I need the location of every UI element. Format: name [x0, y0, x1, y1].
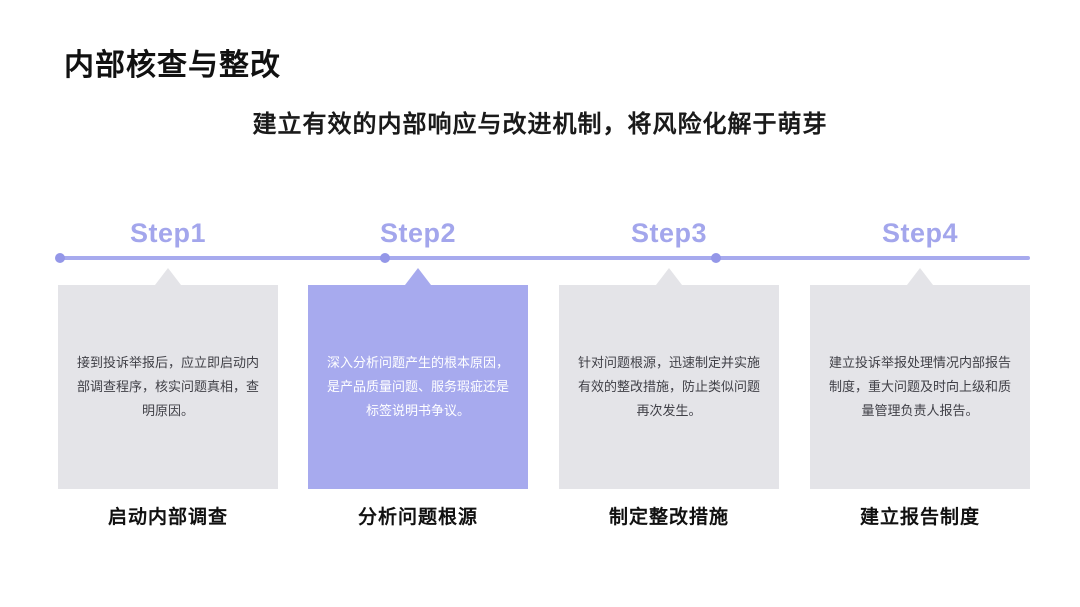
page-subtitle: 建立有效的内部响应与改进机制，将风险化解于萌芽 — [252, 111, 828, 138]
step-pointer-icon-2 — [405, 268, 431, 285]
step-pointer-icon-4 — [907, 268, 933, 285]
step-item-3[interactable]: Step3 针对问题根源，迅速制定并实施有效的整改措施，防止类似问题再次发生。 … — [559, 210, 779, 540]
step-caption-4: 建立报告制度 — [859, 507, 980, 528]
step-item-2[interactable]: Step2 深入分析问题产生的根本原因，是产品质量问题、服务瑕疵还是标签说明书争… — [308, 210, 528, 540]
step-card-4[interactable]: 建立投诉举报处理情况内部报告制度，重大问题及时向上级和质量管理负责人报告。 — [810, 285, 1030, 489]
step-list: Step1 接到投诉举报后，应立即启动内部调查程序，核实问题真相，查明原因。 启… — [58, 210, 1030, 540]
step-pointer-icon-1 — [155, 268, 181, 285]
step-card-3[interactable]: 针对问题根源，迅速制定并实施有效的整改措施，防止类似问题再次发生。 — [559, 285, 779, 489]
step-eyebrow-2: Step2 — [379, 218, 457, 248]
timeline-axis — [55, 253, 1030, 263]
step-caption-2: 分析问题根源 — [357, 507, 478, 528]
timeline-dot — [380, 253, 390, 263]
step-eyebrow-3: Step3 — [630, 218, 708, 248]
timeline-dot — [711, 253, 721, 263]
step-body-1: 接到投诉举报后，应立即启动内部调查程序，核实问题真相，查明原因。 — [76, 354, 259, 419]
step-item-1[interactable]: Step1 接到投诉举报后，应立即启动内部调查程序，核实问题真相，查明原因。 启… — [58, 210, 278, 540]
page-title: 内部核查与整改 — [64, 49, 281, 82]
step-card-2[interactable]: 深入分析问题产生的根本原因，是产品质量问题、服务瑕疵还是标签说明书争议。 — [308, 285, 528, 489]
step-body-2: 深入分析问题产生的根本原因，是产品质量问题、服务瑕疵还是标签说明书争议。 — [326, 354, 509, 419]
step-eyebrow-1: Step1 — [129, 218, 207, 248]
step-caption-3: 制定整改措施 — [608, 507, 729, 528]
timeline-dot — [55, 253, 65, 263]
step-card-1[interactable]: 接到投诉举报后，应立即启动内部调查程序，核实问题真相，查明原因。 — [58, 285, 278, 489]
step-eyebrow-4: Step4 — [881, 218, 959, 248]
step-body-3: 针对问题根源，迅速制定并实施有效的整改措施，防止类似问题再次发生。 — [577, 354, 760, 419]
step-caption-1: 启动内部调查 — [107, 507, 228, 528]
step-body-4: 建立投诉举报处理情况内部报告制度，重大问题及时向上级和质量管理负责人报告。 — [828, 354, 1011, 419]
step-item-4[interactable]: Step4 建立投诉举报处理情况内部报告制度，重大问题及时向上级和质量管理负责人… — [810, 210, 1030, 540]
step-pointer-icon-3 — [656, 268, 682, 285]
